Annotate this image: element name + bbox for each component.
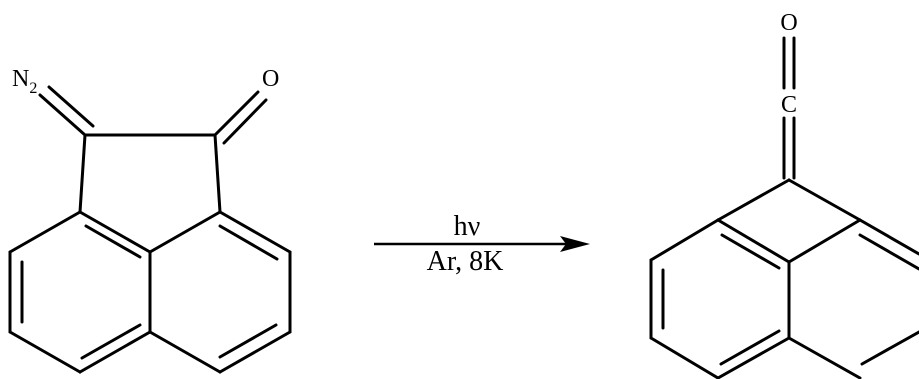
bond-c5-c6 xyxy=(8,330,82,374)
product-structure: O C xyxy=(649,10,919,379)
bond-c7-c6a xyxy=(148,330,222,374)
bond-c1a-c9 xyxy=(218,210,292,254)
bond-p9 xyxy=(787,336,862,379)
double-bond-inner-1 xyxy=(84,224,142,259)
bond-p7 xyxy=(787,218,862,264)
double-bond-inner-4 xyxy=(218,224,279,261)
carbonyl-o-label: O xyxy=(262,66,279,92)
bond-ring-right xyxy=(787,178,862,222)
bond-c1-c1a xyxy=(213,133,222,214)
arrow-label-below: Ar, 8K xyxy=(427,246,504,277)
bond-c6-c6a xyxy=(78,330,152,374)
bond-c3-c4 xyxy=(8,210,82,254)
double-bond-inner-5 xyxy=(218,323,278,359)
arrow-label-above: hν xyxy=(454,211,481,242)
bond-p5 xyxy=(716,336,791,379)
bond-p1 xyxy=(716,218,791,264)
product-double-inner-3 xyxy=(719,329,781,366)
product-double-inner-4 xyxy=(858,233,919,271)
bond-c3-c2 xyxy=(78,133,87,214)
bond-c-o-a xyxy=(213,90,260,137)
reactant-structure: N2 O xyxy=(8,66,292,374)
product-double-inner-5 xyxy=(860,330,919,366)
ketene-c-label: C xyxy=(781,92,797,118)
diazo-n-label: N2 xyxy=(12,66,37,97)
bond-p8 xyxy=(858,218,919,256)
bond-c8-c7 xyxy=(218,330,292,374)
ketene-o-label: O xyxy=(780,10,797,36)
double-bond-inner-3 xyxy=(80,323,142,360)
bond-c9a-c1a xyxy=(148,210,222,254)
bond-ring-left xyxy=(716,178,791,222)
bond-c-o-b xyxy=(222,98,268,145)
reaction-arrow: hν Ar, 8K xyxy=(374,211,590,277)
diazo-subscript: 2 xyxy=(29,80,37,97)
bond-p4 xyxy=(649,336,720,379)
bond-c-n2-a xyxy=(38,93,87,137)
product-double-inner-1 xyxy=(720,233,781,270)
bond-c-n2-b xyxy=(47,85,95,128)
arrow-head xyxy=(560,236,590,252)
bond-p2 xyxy=(649,218,720,262)
bond-c3-c3a xyxy=(78,210,152,254)
